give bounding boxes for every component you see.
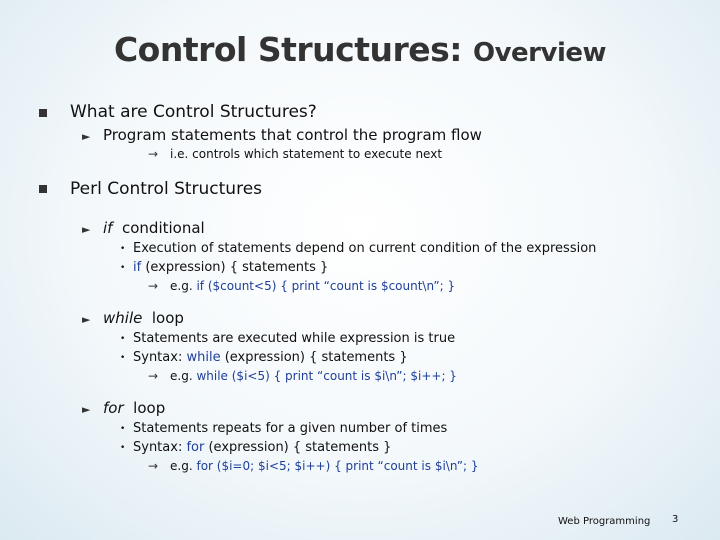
syntax-prefix: Syntax: <box>133 440 183 455</box>
dot-bullet-icon: • <box>120 353 126 363</box>
syntax-rest: (expression) { statements } <box>208 440 392 455</box>
arrow-bullet-icon: → <box>148 279 159 293</box>
triangle-bullet-icon: ► <box>82 223 91 236</box>
square-bullet-icon <box>39 185 47 193</box>
section-heading: What are Control Structures? <box>70 102 317 122</box>
arrow-bullet-icon: → <box>148 459 159 473</box>
example-text: e.g. while ($i<5) { print “count is $i\n… <box>170 369 457 383</box>
syntax-prefix: Syntax: <box>133 350 183 365</box>
construct-heading: for loop <box>103 399 165 417</box>
triangle-bullet-icon: ► <box>82 403 91 416</box>
bullet-text: Statements repeats for a given number of… <box>133 421 448 436</box>
example-code: while ($i<5) { print “count is $i\n”; $i… <box>196 369 457 383</box>
triangle-bullet-icon: ► <box>82 313 91 326</box>
example-prefix: e.g. <box>170 459 193 473</box>
slide-title: Control Structures: Overview <box>0 30 720 69</box>
syntax-rest: (expression) { statements } <box>224 350 408 365</box>
syntax-keyword: for <box>186 440 205 455</box>
title-sub: Overview <box>473 38 607 68</box>
point-text: Program statements that control the prog… <box>103 126 482 144</box>
syntax-rest: (expression) { statements } <box>145 260 329 275</box>
syntax-text: if (expression) { statements } <box>133 260 328 275</box>
arrow-bullet-icon: → <box>148 369 159 383</box>
syntax-text: Syntax: while (expression) { statements … <box>133 350 408 365</box>
construct-label: conditional <box>122 219 205 237</box>
page-number: 3 <box>672 514 679 525</box>
example-prefix: e.g. <box>170 279 193 293</box>
dot-bullet-icon: • <box>120 244 126 254</box>
section-heading: Perl Control Structures <box>70 179 263 199</box>
syntax-text: Syntax: for (expression) { statements } <box>133 440 391 455</box>
construct-keyword: while <box>103 309 143 327</box>
bullet-text: Statements are executed while expression… <box>133 331 456 346</box>
dot-bullet-icon: • <box>120 424 126 434</box>
syntax-keyword: if <box>133 260 142 275</box>
example-text: e.g. for ($i=0; $i<5; $i++) { print “cou… <box>170 459 479 473</box>
construct-label: loop <box>133 399 166 417</box>
example-prefix: e.g. <box>170 369 193 383</box>
triangle-bullet-icon: ► <box>82 130 91 143</box>
sub-point-text: i.e. controls which statement to execute… <box>170 147 443 161</box>
title-main: Control Structures: <box>113 30 463 69</box>
example-code: if ($count<5) { print “count is $count\n… <box>196 279 456 293</box>
construct-keyword: for <box>103 399 124 417</box>
syntax-keyword: while <box>186 350 221 365</box>
example-text: e.g. if ($count<5) { print “count is $co… <box>170 279 455 293</box>
arrow-bullet-icon: → <box>148 147 159 161</box>
square-bullet-icon <box>39 109 47 117</box>
dot-bullet-icon: • <box>120 263 126 273</box>
construct-keyword: if <box>103 219 113 237</box>
example-code: for ($i=0; $i<5; $i++) { print “count is… <box>196 459 479 473</box>
footer-text: Web Programming <box>558 516 651 527</box>
construct-heading: if conditional <box>103 219 205 237</box>
construct-label: loop <box>151 309 184 327</box>
bullet-text: Execution of statements depend on curren… <box>133 241 597 256</box>
construct-heading: while loop <box>103 309 184 327</box>
dot-bullet-icon: • <box>120 334 126 344</box>
dot-bullet-icon: • <box>120 443 126 453</box>
